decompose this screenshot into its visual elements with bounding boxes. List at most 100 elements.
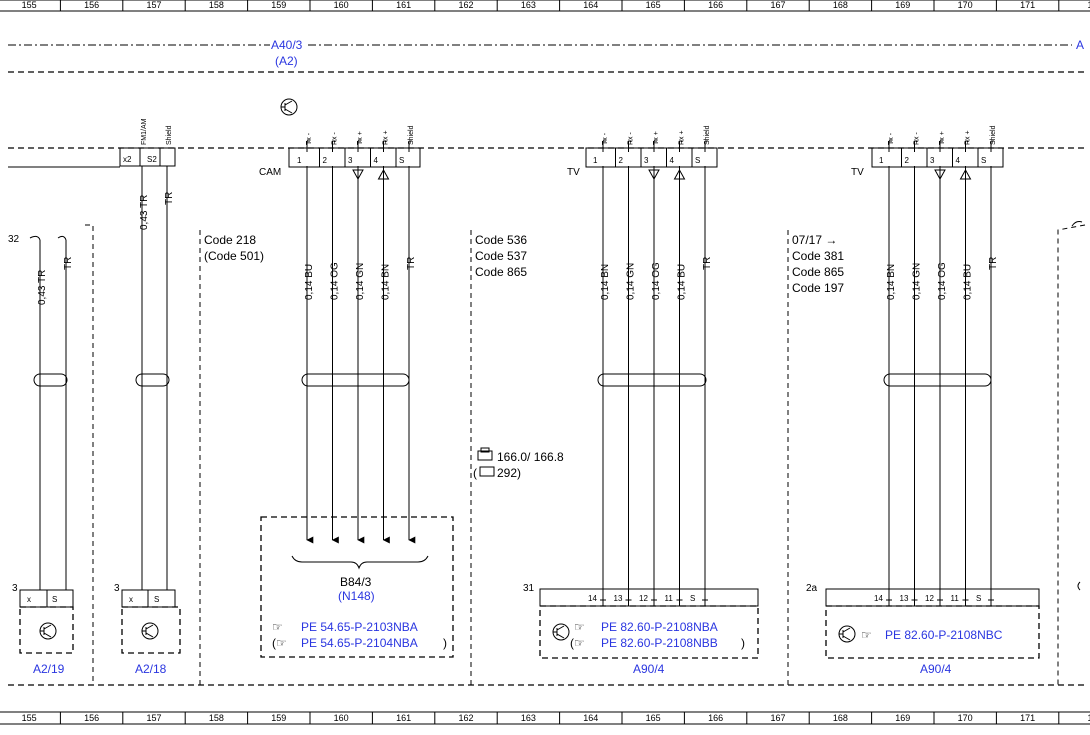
tv1-wire-4: TR (702, 257, 713, 270)
bottom-ruler-col-166: 166 (708, 713, 723, 723)
cam-ref-0[interactable]: PE 54.65-P-2103NBA (301, 620, 418, 634)
section-dividers (8, 224, 1086, 686)
section-tv1: TV Code 536 Code 537 Code 865 166.0/ 166… (473, 125, 759, 676)
wire-043-tr-a: 0,43 TR (37, 270, 48, 305)
tv1-tx-direction-icon (648, 169, 660, 181)
tv2-code-0: 07/17 → (792, 233, 837, 247)
cam-wire-2: 0,14 GN (355, 263, 366, 300)
cam-wire-4: TR (406, 257, 417, 270)
antenna-symbol-icon (280, 98, 298, 116)
tv1-code-1: Code 537 (475, 249, 527, 263)
tv2-antenna-icon (838, 625, 856, 643)
tv1-ref-1[interactable]: PE 82.60-P-2108NBB (601, 636, 718, 650)
car-icon-2: ( (473, 466, 477, 480)
tv1-component[interactable]: A90/4 (633, 662, 665, 676)
tv2-component[interactable]: A90/4 (920, 662, 952, 676)
tv2-wire-4: TR (988, 257, 999, 270)
top-ruler-col-167: 167 (770, 0, 785, 10)
tv1-antenna-icon (552, 623, 570, 641)
a40-3-sublabel: (A2) (275, 54, 298, 68)
cam-rx-direction-icon (377, 168, 390, 180)
tv2-wire-1: 0,14 GN (912, 263, 923, 300)
top-ruler-col-165: 165 (646, 0, 661, 10)
tv1-rx-direction-icon (673, 168, 686, 180)
cam-component[interactable]: B84/3 (340, 575, 372, 589)
tv1-pin-4: 4 (670, 156, 675, 165)
tv1-pin-3: 3 (644, 156, 649, 165)
pin-label-fm1: FM1/AM (141, 118, 148, 145)
component-a2-19[interactable]: A2/19 (33, 662, 65, 676)
cam-tx-direction-icon (352, 169, 364, 181)
section-tv2: TV 07/17 → Code 381 Code 865 Code 197 2a… (792, 125, 1040, 676)
tv2-conn-pin-11: 11 (951, 594, 960, 603)
tv1-vehicle-note: 166.0/ 166.8 (497, 450, 564, 464)
tv2-pin-label-3: Rx + (965, 130, 972, 145)
tv1-ref-0[interactable]: PE 82.60-P-2108NBA (601, 620, 718, 634)
a40-3-connector: A40/3 (A2) A (8, 38, 1085, 73)
tv2-pin-4: 4 (956, 156, 961, 165)
cam-pin-label-0: Tx - (306, 132, 313, 145)
tv2-ref-0[interactable]: PE 82.60-P-2108NBC (885, 628, 1003, 642)
cam-pin-1: 1 (297, 156, 302, 165)
bottom-ruler-col-161: 161 (396, 713, 411, 723)
bottom-ruler-col-157: 157 (146, 713, 161, 723)
car-icon-2-shape (479, 466, 495, 477)
tv1-pin-label-4: Shield (704, 125, 711, 145)
bottom-ruler-col-163: 163 (521, 713, 536, 723)
tv2-pin-label-4: Shield (990, 125, 997, 145)
pin-x-a: x (27, 595, 31, 604)
cam-pin-3: 3 (348, 156, 353, 165)
tv1-pin-label-2: Tx + (653, 131, 660, 145)
tv1-code-2: Code 865 (475, 265, 527, 279)
top-ruler-col-171: 171 (1020, 0, 1035, 10)
pin-s-a: S (52, 595, 57, 604)
top-ruler-col-168: 168 (833, 0, 848, 10)
conn-number-a: 3 (12, 583, 18, 594)
a2-19-antenna-icon (39, 622, 57, 640)
cam-pin-4: 4 (374, 156, 379, 165)
top-ruler-col-163: 163 (521, 0, 536, 10)
tv2-conn-pin-S: S (976, 594, 981, 603)
cam-component-alt[interactable]: (N148) (338, 589, 375, 603)
tv1-ref-hand-icon: ☞ (574, 620, 585, 634)
tv2-pin-label-1: Rx - (914, 132, 921, 146)
tv1-label: TV (567, 167, 580, 178)
tv2-wire-3: 0,14 BU (963, 264, 974, 300)
cam-code-1: (Code 501) (204, 249, 264, 263)
pin-s-b: S (154, 595, 159, 604)
cam-wire-3: 0,14 BN (381, 264, 392, 300)
pin-x-b: x (129, 595, 133, 604)
tv2-rx-direction-icon (959, 168, 972, 180)
a40-3-label[interactable]: A40/3 (271, 38, 303, 52)
cam-pin-2: 2 (323, 156, 328, 165)
tv1-wire-3: 0,14 BU (677, 264, 688, 300)
top-ruler-col-159: 159 (271, 0, 286, 10)
tv2-code-2: Code 865 (792, 265, 844, 279)
top-ruler-col-162: 162 (458, 0, 473, 10)
top-ruler-col-158: 158 (209, 0, 224, 10)
tv1-pin-label-1: Rx - (628, 132, 635, 146)
top-ruler-col-170: 170 (958, 0, 973, 10)
cam-label: CAM (259, 167, 281, 178)
tv1-wire-0: 0,14 BN (600, 264, 611, 300)
tv1-conn-pin-12: 12 (639, 594, 648, 603)
cam-wire-0: 0,14 BU (304, 264, 315, 300)
bottom-ruler-col-164: 164 (583, 713, 598, 723)
tv2-ref-hand-icon: ☞ (861, 628, 872, 642)
tv1-conn-pin-13: 13 (614, 594, 623, 603)
component-a2-18[interactable]: A2/18 (135, 662, 167, 676)
top-ruler-col-169: 169 (895, 0, 910, 10)
cam-ref-1[interactable]: PE 54.65-P-2104NBA (301, 636, 418, 650)
tv2-conn-pin-12: 12 (925, 594, 934, 603)
section-cam: CAM Code 218 (Code 501) B84/3 (N148) PE … (204, 125, 454, 658)
bottom-ruler-col-155: 155 (22, 713, 37, 723)
tv2-conn-pin-14: 14 (874, 594, 883, 603)
bottom-ruler-col-170: 170 (958, 713, 973, 723)
bottom-ruler-col-1: 1 (1087, 713, 1090, 723)
cam-pin-label-3: Rx + (383, 130, 390, 145)
connector-rail (8, 147, 1085, 168)
section-a2-18: 3 x S A2/18 (114, 373, 181, 676)
top-ruler-col-157: 157 (146, 0, 161, 10)
